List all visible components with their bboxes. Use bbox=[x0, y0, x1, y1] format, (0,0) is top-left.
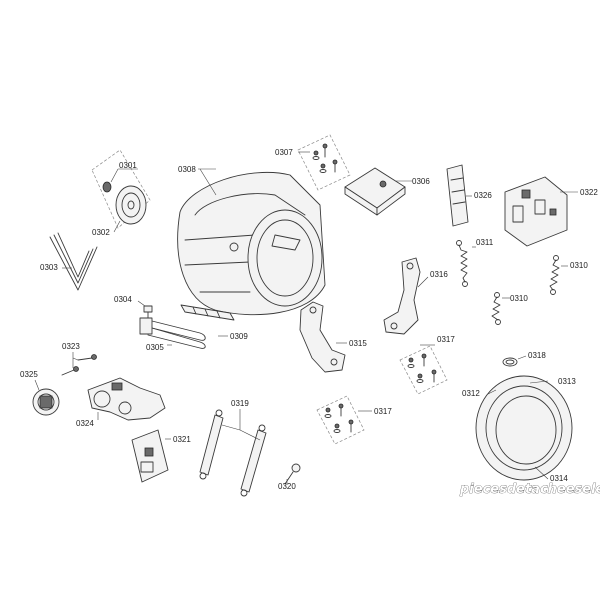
label-0301: 0301 bbox=[119, 161, 137, 170]
shock-bracket-0315 bbox=[299, 301, 347, 373]
pulley-group bbox=[91, 149, 151, 233]
heater-element bbox=[139, 317, 206, 349]
hardware-kit-0307 bbox=[297, 134, 351, 191]
screw-set bbox=[61, 352, 97, 376]
shock-bracket-0316 bbox=[383, 257, 429, 335]
pcb-0321 bbox=[131, 429, 171, 483]
watermark: piecesdetacheeselec.com bbox=[459, 482, 600, 497]
label-0321: 0321 bbox=[173, 435, 191, 444]
label-0324: 0324 bbox=[76, 419, 94, 428]
counterweight-bar bbox=[180, 304, 235, 337]
label-0314: 0314 bbox=[550, 474, 568, 483]
hardware-kit-0317-lower bbox=[316, 395, 372, 445]
hardware-kit-0317-upper bbox=[399, 344, 448, 395]
label-0310-lower: 0310 bbox=[510, 294, 528, 303]
drain-pump bbox=[87, 377, 166, 421]
spring-0310-lower bbox=[491, 292, 510, 325]
label-0323: 0323 bbox=[62, 342, 80, 351]
cover-plate bbox=[344, 167, 412, 216]
label-0306: 0306 bbox=[412, 177, 430, 186]
label-0326: 0326 bbox=[474, 191, 492, 200]
label-0318: 0318 bbox=[528, 351, 546, 360]
label-0311: 0311 bbox=[476, 238, 494, 247]
label-0312: 0312 bbox=[462, 389, 480, 398]
door-gasket bbox=[475, 375, 573, 481]
label-0322: 0322 bbox=[580, 188, 598, 197]
bolt-0320 bbox=[284, 463, 301, 485]
label-0308: 0308 bbox=[178, 165, 196, 174]
label-0317-upper: 0317 bbox=[437, 335, 455, 344]
label-0302: 0302 bbox=[92, 228, 110, 237]
small-bolt-0304 bbox=[137, 300, 153, 321]
label-0315: 0315 bbox=[349, 339, 367, 348]
label-0303: 0303 bbox=[40, 263, 58, 272]
label-0309: 0309 bbox=[230, 332, 248, 341]
control-module bbox=[504, 176, 578, 247]
drive-belt bbox=[49, 232, 98, 291]
shock-absorbers bbox=[199, 409, 267, 497]
label-0319: 0319 bbox=[231, 399, 249, 408]
clamp-0318 bbox=[502, 355, 527, 367]
label-0325: 0325 bbox=[20, 370, 38, 379]
spring-0311 bbox=[456, 240, 476, 287]
part-labels: 0301 0302 0303 0304 0305 0306 0307 0308 … bbox=[20, 148, 598, 491]
label-0313: 0313 bbox=[558, 377, 576, 386]
label-0320: 0320 bbox=[278, 482, 296, 491]
spring-0310 bbox=[549, 255, 568, 295]
label-0307: 0307 bbox=[275, 148, 293, 157]
label-0310-upper: 0310 bbox=[570, 261, 588, 270]
pump-motor bbox=[32, 379, 60, 416]
label-0316: 0316 bbox=[430, 270, 448, 279]
seal-strip bbox=[446, 164, 472, 227]
label-0317-lower: 0317 bbox=[374, 407, 392, 416]
label-0305: 0305 bbox=[146, 343, 164, 352]
label-0304: 0304 bbox=[114, 295, 132, 304]
tub-assembly bbox=[177, 168, 326, 316]
